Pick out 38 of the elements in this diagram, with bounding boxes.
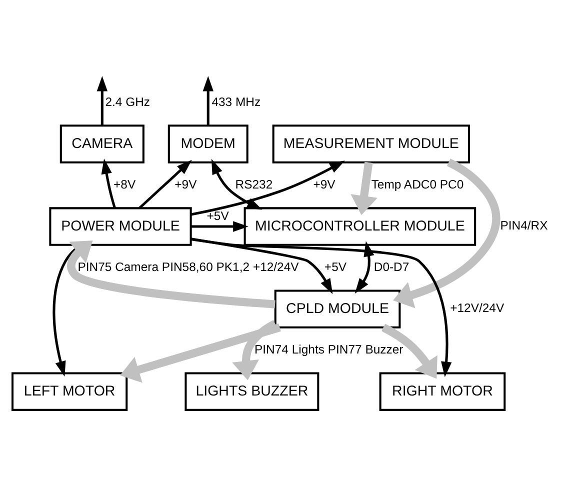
edge-label: PIN74 Lights PIN77 Buzzer bbox=[254, 342, 404, 356]
node-box: MICROCONTROLLER MODULE bbox=[244, 207, 476, 246]
edge-label: +5V bbox=[206, 209, 229, 224]
arrow bbox=[382, 324, 438, 379]
node-box: CAMERA bbox=[60, 124, 144, 164]
arrow bbox=[138, 160, 192, 210]
arrow bbox=[190, 160, 345, 216]
node-box: MODEM bbox=[168, 124, 248, 164]
edge-label: +12V/24V bbox=[450, 301, 504, 316]
arrow bbox=[101, 158, 116, 209]
node-box: LEFT MOTOR bbox=[12, 372, 128, 411]
edge-label: +9V bbox=[174, 177, 197, 192]
arrow bbox=[191, 221, 248, 232]
arrow bbox=[120, 324, 281, 383]
node-box: POWER MODULE bbox=[49, 207, 192, 246]
edge-label: 433 MHz bbox=[212, 94, 261, 109]
arrow bbox=[96, 76, 108, 126]
edge-label: +9V bbox=[313, 177, 336, 192]
arrow bbox=[202, 76, 214, 126]
arrow bbox=[190, 238, 452, 378]
arrow bbox=[232, 320, 278, 380]
node-box: MEASUREMENT MODULE bbox=[272, 124, 470, 164]
edge-label: PIN75 Camera PIN58,60 PK1,2 +12/24V bbox=[78, 260, 299, 274]
node-box: LIGHTS BUZZER bbox=[184, 372, 320, 411]
edge-label: +5V bbox=[324, 260, 347, 274]
edge-label: Temp ADC0 PC0 bbox=[371, 177, 464, 192]
arrow bbox=[392, 158, 500, 308]
edge-label: +8V bbox=[114, 177, 136, 192]
edge-label: D0-D7 bbox=[374, 260, 410, 274]
arrow bbox=[67, 240, 276, 308]
arrow bbox=[211, 158, 262, 210]
edge-label: 2.4 GHz bbox=[105, 94, 150, 109]
edge-label: RS232 bbox=[235, 177, 273, 192]
node-box: RIGHT MOTOR bbox=[379, 372, 506, 411]
arrow bbox=[350, 162, 378, 216]
node-box: CPLD MODULE bbox=[274, 290, 401, 328]
arrow bbox=[190, 238, 333, 294]
edge-label: PIN4/RX bbox=[500, 218, 548, 233]
